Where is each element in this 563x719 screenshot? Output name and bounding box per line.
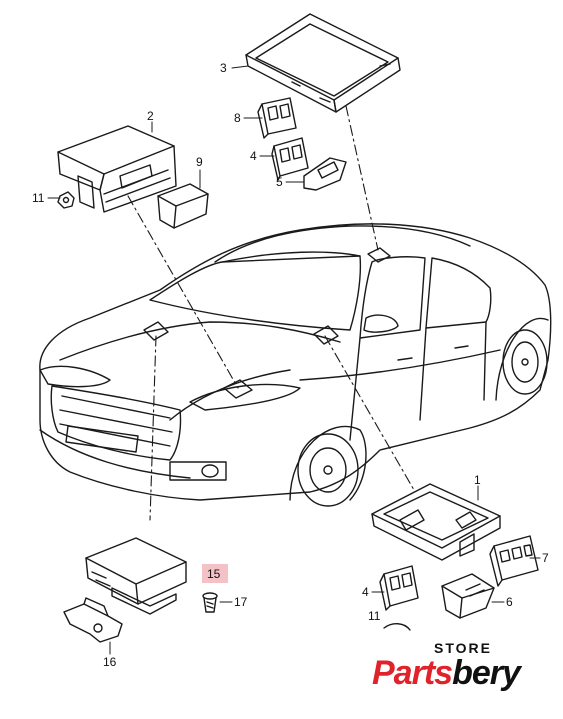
logo-store-text: STORE xyxy=(434,640,492,656)
part-8-relay-block xyxy=(257,97,297,139)
part-4-upper-fuse-holder xyxy=(271,137,309,181)
part-2-module-holder xyxy=(57,125,177,213)
callout-17: 17 xyxy=(234,595,248,609)
partsbery-logo: STORE Partsbery xyxy=(372,640,552,704)
callout-11-upper: 11 xyxy=(32,191,45,205)
part-6-housing xyxy=(441,573,495,619)
part-7-relay-cluster xyxy=(489,535,539,587)
car-illustration xyxy=(39,223,552,507)
part-3-control-unit xyxy=(245,13,401,113)
callout-1: 1 xyxy=(474,473,481,487)
callout-4-lower: 4 xyxy=(362,585,369,599)
callout-16: 16 xyxy=(103,655,117,669)
part-5-bracket xyxy=(303,157,347,191)
part-16-bracket xyxy=(63,597,123,643)
part-11-upper-nut xyxy=(57,191,75,209)
logo-brand-parts: Parts xyxy=(372,654,453,692)
logo-brand-bery: bery xyxy=(452,654,521,692)
callout-15: 15 xyxy=(207,567,221,581)
callout-leaders xyxy=(47,65,541,655)
callout-7: 7 xyxy=(542,551,549,565)
part-17-screw xyxy=(202,592,218,613)
callout-3: 3 xyxy=(220,61,227,75)
callout-6: 6 xyxy=(506,595,513,609)
part-9-relay xyxy=(157,183,209,229)
logo-brand: Partsbery xyxy=(372,654,521,693)
callout-9: 9 xyxy=(196,155,203,169)
callout-11-lower: 11 xyxy=(368,609,381,623)
part-15-control-module xyxy=(85,537,187,615)
part-4-lower-fuse-holder xyxy=(379,565,419,611)
callout-8: 8 xyxy=(234,111,241,125)
callout-15-highlight xyxy=(202,564,228,583)
part-11-lower-clip xyxy=(383,623,411,631)
callout-labels: 3 2 8 4 9 5 11 1 7 4 6 11 15 17 16 xyxy=(32,61,549,669)
callout-4-upper: 4 xyxy=(250,149,257,163)
callout-5: 5 xyxy=(276,175,283,189)
leader-lines xyxy=(127,105,415,521)
callout-2: 2 xyxy=(147,109,154,123)
part-1-frame xyxy=(371,483,501,561)
